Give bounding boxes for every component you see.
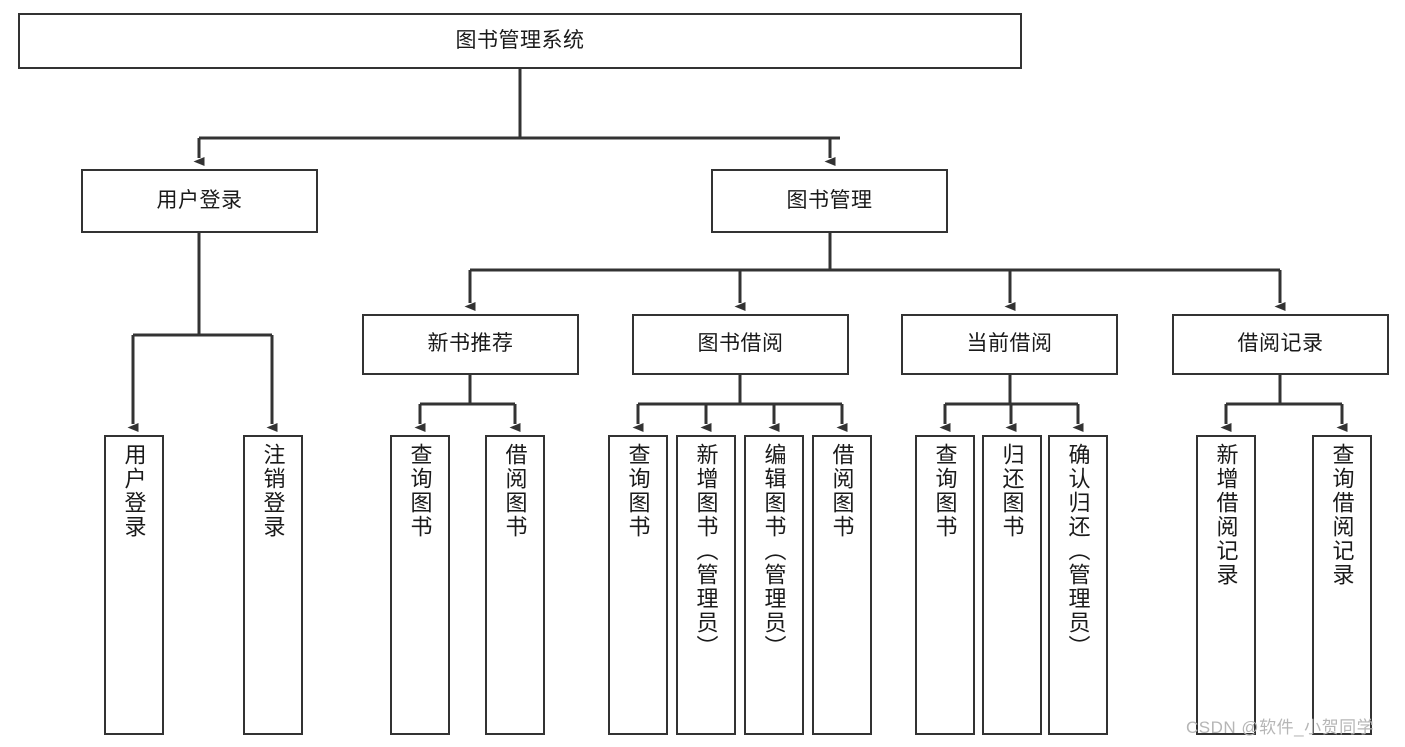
node-label: 用户登录 <box>121 443 147 539</box>
leaf-return-book[interactable]: 归还图书 <box>982 435 1042 735</box>
node-level3-book-borrow[interactable]: 图书借阅 <box>632 314 849 375</box>
node-label: 确认归还（管理员） <box>1065 443 1091 659</box>
node-label: 归还图书 <box>999 443 1025 539</box>
csdn-watermark: CSDN @软件_小贺同学 <box>1186 718 1375 737</box>
node-label: 查询图书 <box>625 443 651 539</box>
node-level3-current-borrow[interactable]: 当前借阅 <box>901 314 1118 375</box>
node-label: 新增借阅记录 <box>1213 443 1239 587</box>
leaf-edit-book-admin[interactable]: 编辑图书（管理员） <box>744 435 804 735</box>
leaf-add-borrow-record[interactable]: 新增借阅记录 <box>1196 435 1256 735</box>
node-label: 查询借阅记录 <box>1329 443 1355 587</box>
node-label: 新增图书（管理员） <box>693 443 719 659</box>
leaf-query-borrow-record[interactable]: 查询借阅记录 <box>1312 435 1372 735</box>
leaf-add-book-admin[interactable]: 新增图书（管理员） <box>676 435 736 735</box>
leaf-user-login[interactable]: 用户登录 <box>104 435 164 735</box>
leaf-confirm-return-admin[interactable]: 确认归还（管理员） <box>1048 435 1108 735</box>
node-label: 当前借阅 <box>966 332 1053 356</box>
node-label: 借阅记录 <box>1237 332 1324 356</box>
node-label: 用户登录 <box>156 188 243 212</box>
node-label: 查询图书 <box>932 443 958 539</box>
node-level3-borrow-records[interactable]: 借阅记录 <box>1172 314 1389 375</box>
node-level3-new-book-recommend[interactable]: 新书推荐 <box>362 314 579 375</box>
leaf-query-book-borrow[interactable]: 查询图书 <box>608 435 668 735</box>
node-root[interactable]: 图书管理系统 <box>18 13 1022 69</box>
node-level2-user-login[interactable]: 用户登录 <box>81 169 318 233</box>
node-label: 编辑图书（管理员） <box>761 443 787 659</box>
leaf-query-book-current[interactable]: 查询图书 <box>915 435 975 735</box>
node-level2-book-management[interactable]: 图书管理 <box>711 169 948 233</box>
node-label: 新书推荐 <box>427 332 514 356</box>
node-label: 图书借阅 <box>697 332 784 356</box>
node-label: 图书管理 <box>786 188 873 212</box>
leaf-query-book-recommend[interactable]: 查询图书 <box>390 435 450 735</box>
leaf-borrow-book-recommend[interactable]: 借阅图书 <box>485 435 545 735</box>
node-label: 查询图书 <box>407 443 433 539</box>
node-label: 借阅图书 <box>829 443 855 539</box>
node-label: 借阅图书 <box>502 443 528 539</box>
node-label: 图书管理系统 <box>455 28 585 52</box>
leaf-borrow-book[interactable]: 借阅图书 <box>812 435 872 735</box>
leaf-logout[interactable]: 注销登录 <box>243 435 303 735</box>
node-label: 注销登录 <box>260 443 286 539</box>
